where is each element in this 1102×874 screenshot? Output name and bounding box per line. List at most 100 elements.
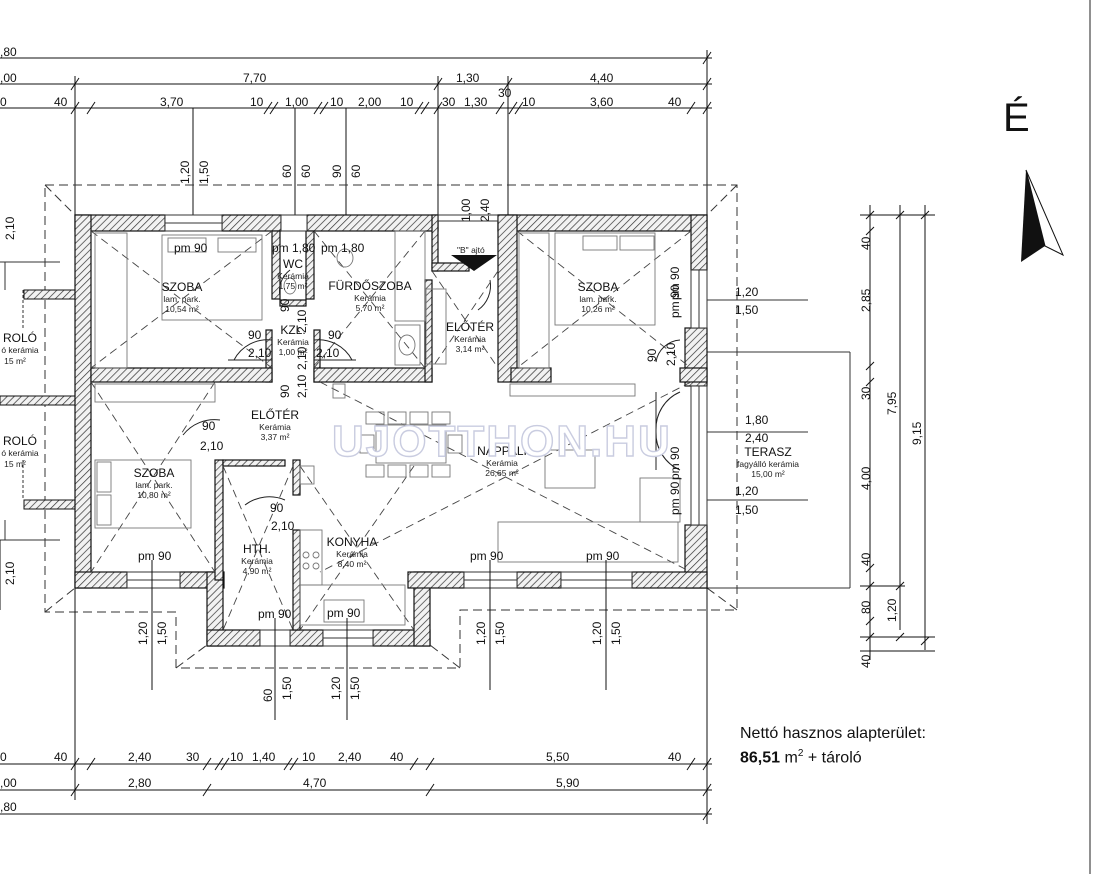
room-name: WC xyxy=(283,257,303,271)
dim-right-3: 9,15 xyxy=(910,421,924,445)
dim-bot-1f: 1,40 xyxy=(252,750,276,764)
watermark: UJOTTHON.HU xyxy=(332,417,672,466)
dim-top-3b: 40 xyxy=(54,95,68,109)
bottom-opening-labels: 1,20 1,50 60 1,50 1,20 1,50 1,20 1,50 1,… xyxy=(136,621,623,702)
dim-top-3n: 40 xyxy=(668,95,682,109)
dim-int: pm 1,80 xyxy=(321,241,365,255)
net-area-unit-sup: 2 xyxy=(797,748,804,759)
room-floor: Kerámia xyxy=(454,334,486,344)
dim-left-2: 2,10 xyxy=(3,561,17,585)
dim-top-3d: 10 xyxy=(250,95,264,109)
room-floor: lam. park. xyxy=(135,480,172,490)
dim-int: 2,10 xyxy=(295,346,309,370)
room-labels: SZOBA lam. park. 10,54 m² WC Kerámia 1,7… xyxy=(1,257,799,576)
dim-bot-1j: 5,50 xyxy=(546,750,570,764)
room-name: ELŐTÉR xyxy=(446,319,494,334)
dim-open-t6: 60 xyxy=(349,164,363,178)
roof-diagonal xyxy=(44,184,76,216)
room-area: 15,00 m² xyxy=(751,469,785,479)
dim-int: 2,10 xyxy=(248,346,272,360)
room-name: FÜRDŐSZOBA xyxy=(328,278,411,293)
dim-right-1f: 80 xyxy=(859,600,873,614)
net-area-suffix: + tároló xyxy=(807,749,862,767)
dim-right-1e: 40 xyxy=(859,552,873,566)
dim-int: 1,20 xyxy=(735,484,759,498)
dim-int: 2,10 xyxy=(664,342,678,366)
dim-open-b4: 1,50 xyxy=(280,676,294,700)
dim-open-t7: 1,00 xyxy=(459,198,473,222)
room-area: 1,00 m² xyxy=(279,347,308,357)
dim-bot-1d: 30 xyxy=(186,750,200,764)
dim-int: 90 xyxy=(248,328,262,342)
left-storage xyxy=(0,261,60,541)
dim-top-3e: 1,00 xyxy=(285,95,309,109)
dim-int: pm 90 xyxy=(668,446,682,480)
room-name: KZL. xyxy=(280,323,305,337)
net-area-value-line: 86,51 m2 + tároló xyxy=(740,744,1040,768)
dim-bot-1c: 2,40 xyxy=(128,750,152,764)
dim-top-1: ,80 xyxy=(0,45,17,59)
room-name: ROLÓ xyxy=(3,433,37,448)
dim-int: pm 90 xyxy=(174,241,208,255)
room-area: 3,37 m² xyxy=(261,432,290,442)
dim-bot-1i: 40 xyxy=(390,750,404,764)
dim-right-1b: 2,85 xyxy=(859,288,873,312)
dim-int: 90 xyxy=(202,419,216,433)
dim-top-2b: 7,70 xyxy=(243,71,267,85)
dim-int: 90 xyxy=(645,348,659,362)
dim-left-1: 2,10 xyxy=(3,216,17,240)
roof-diagonal xyxy=(44,587,76,613)
dim-int: 90 xyxy=(278,384,292,398)
dim-open-b1: 1,20 xyxy=(136,621,150,645)
dim-open-b2: 1,50 xyxy=(155,621,169,645)
storage-wall xyxy=(23,289,76,300)
dim-top-3k: 30 xyxy=(498,86,512,100)
dim-bot-2a: ,00 xyxy=(0,776,17,790)
dim-top-3l: 10 xyxy=(522,95,536,109)
dim-top-3f: 10 xyxy=(330,95,344,109)
dim-top-3j: 1,30 xyxy=(464,95,488,109)
room-area: 3,14 m² xyxy=(456,344,485,354)
room-name: ELŐTÉR xyxy=(251,407,299,422)
dim-bot-1e: 10 xyxy=(230,750,244,764)
room-name: SZOBA xyxy=(134,466,175,480)
dim-top-2d: 4,40 xyxy=(590,71,614,85)
storage-wall xyxy=(0,395,76,406)
dim-right-1d: 4,00 xyxy=(859,466,873,490)
dim-int: 2,10 xyxy=(200,439,224,453)
walls xyxy=(74,214,708,647)
net-area-value: 86,51 xyxy=(740,749,781,767)
dim-open-b8: 1,50 xyxy=(493,621,507,645)
top-dimension-labels: ,80 ,00 7,70 1,30 4,40 0 40 3,70 10 1,00… xyxy=(0,45,682,109)
room-floor: lam. park. xyxy=(579,294,616,304)
dim-open-t2: 1,50 xyxy=(197,160,211,184)
dim-int: 1,20 xyxy=(735,285,759,299)
room-floor: Kerámia xyxy=(277,337,309,347)
dim-open-b5: 1,20 xyxy=(329,676,343,700)
room-area: 26,65 m² xyxy=(485,468,519,478)
dim-int: 2,10 xyxy=(316,346,340,360)
dim-open-t5: 90 xyxy=(330,164,344,178)
top-dimension-chains xyxy=(0,50,712,230)
dim-right-2b: 1,20 xyxy=(885,598,899,622)
dim-bot-1h: 2,40 xyxy=(338,750,362,764)
diagonal-guides xyxy=(90,230,692,631)
room-area: 1,75 m² xyxy=(279,281,308,291)
dim-right-1c: 30 xyxy=(859,386,873,400)
right-dimension-chains xyxy=(860,205,935,660)
room-name: HTH. xyxy=(243,542,271,556)
terrace xyxy=(707,299,851,589)
room-floor: fagyálló kerámia xyxy=(737,459,799,469)
dim-top-3h: 10 xyxy=(400,95,414,109)
dim-int: 2,10 xyxy=(295,309,309,333)
room-name: NAPPALI xyxy=(477,444,527,458)
dim-int: pm 90 xyxy=(586,549,620,563)
dim-right-2a: 7,95 xyxy=(885,391,899,415)
bottom-opening-lines xyxy=(151,560,607,720)
room-name: SZOBA xyxy=(162,280,203,294)
storage-wall xyxy=(23,499,76,510)
net-area-summary: Nettó hasznos alapterület: 86,51 m2 + tá… xyxy=(740,724,1040,768)
dim-int: 2,10 xyxy=(271,519,295,533)
dim-open-b7: 1,20 xyxy=(474,621,488,645)
